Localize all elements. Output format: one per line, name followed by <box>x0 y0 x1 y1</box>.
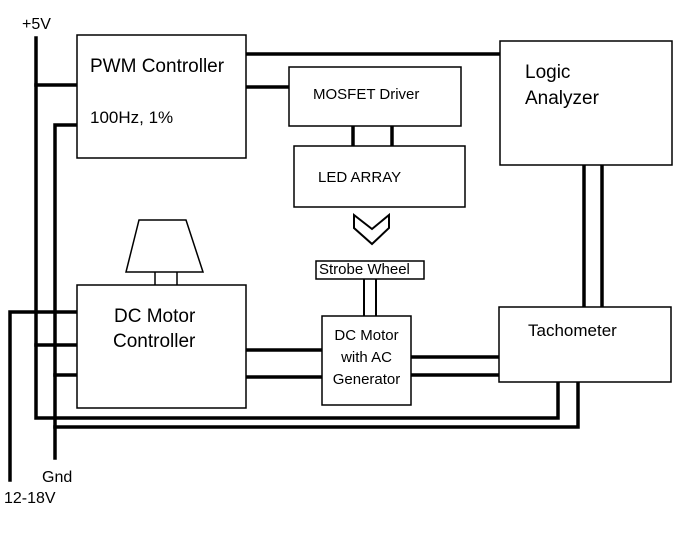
pwm-controller-title: PWM Controller <box>90 56 225 77</box>
dc-motor-controller-box <box>76 284 247 409</box>
rail-5v <box>34 36 560 420</box>
rail-gnd-label: Gnd <box>42 469 73 486</box>
logic-analyzer-box <box>499 40 673 166</box>
tachometer-box <box>498 306 672 383</box>
pwm-controller-setting: 100Hz, 1% <box>90 108 174 127</box>
strobe-wheel-box <box>315 260 425 280</box>
tachometer-label: Tachometer <box>528 321 617 340</box>
rail-gnd <box>53 123 80 460</box>
power-rails <box>8 36 580 482</box>
dc-motor-controller-line2: Controller <box>113 331 196 352</box>
pwm-controller-box <box>76 34 247 159</box>
dc-motor-line3: Generator <box>332 371 401 388</box>
speed-knob-icon <box>125 219 205 285</box>
strobe-wheel-label: Strobe Wheel <box>319 261 410 278</box>
rail-12-18v <box>8 310 80 482</box>
dc-motor-line1: DC Motor <box>334 327 399 344</box>
dc-motor-line2: with AC <box>341 349 392 366</box>
mosfet-driver-label: MOSFET Driver <box>313 86 420 103</box>
dc-motor-controller-line1: DC Motor <box>114 306 196 327</box>
logic-analyzer-line1: Logic <box>525 62 571 83</box>
logic-analyzer-line2: Analyzer <box>525 88 599 109</box>
light-arrow-icon <box>353 212 390 246</box>
signal-wires <box>244 52 604 379</box>
dc-motor-box <box>321 315 412 406</box>
mosfet-driver-box <box>288 66 462 127</box>
rail-5v-label: +5V <box>22 16 51 33</box>
rail-12-18v-label: 12-18V <box>4 490 56 507</box>
led-array-box <box>293 145 466 208</box>
led-array-label: LED ARRAY <box>318 169 402 186</box>
gnd-bus <box>53 360 580 429</box>
